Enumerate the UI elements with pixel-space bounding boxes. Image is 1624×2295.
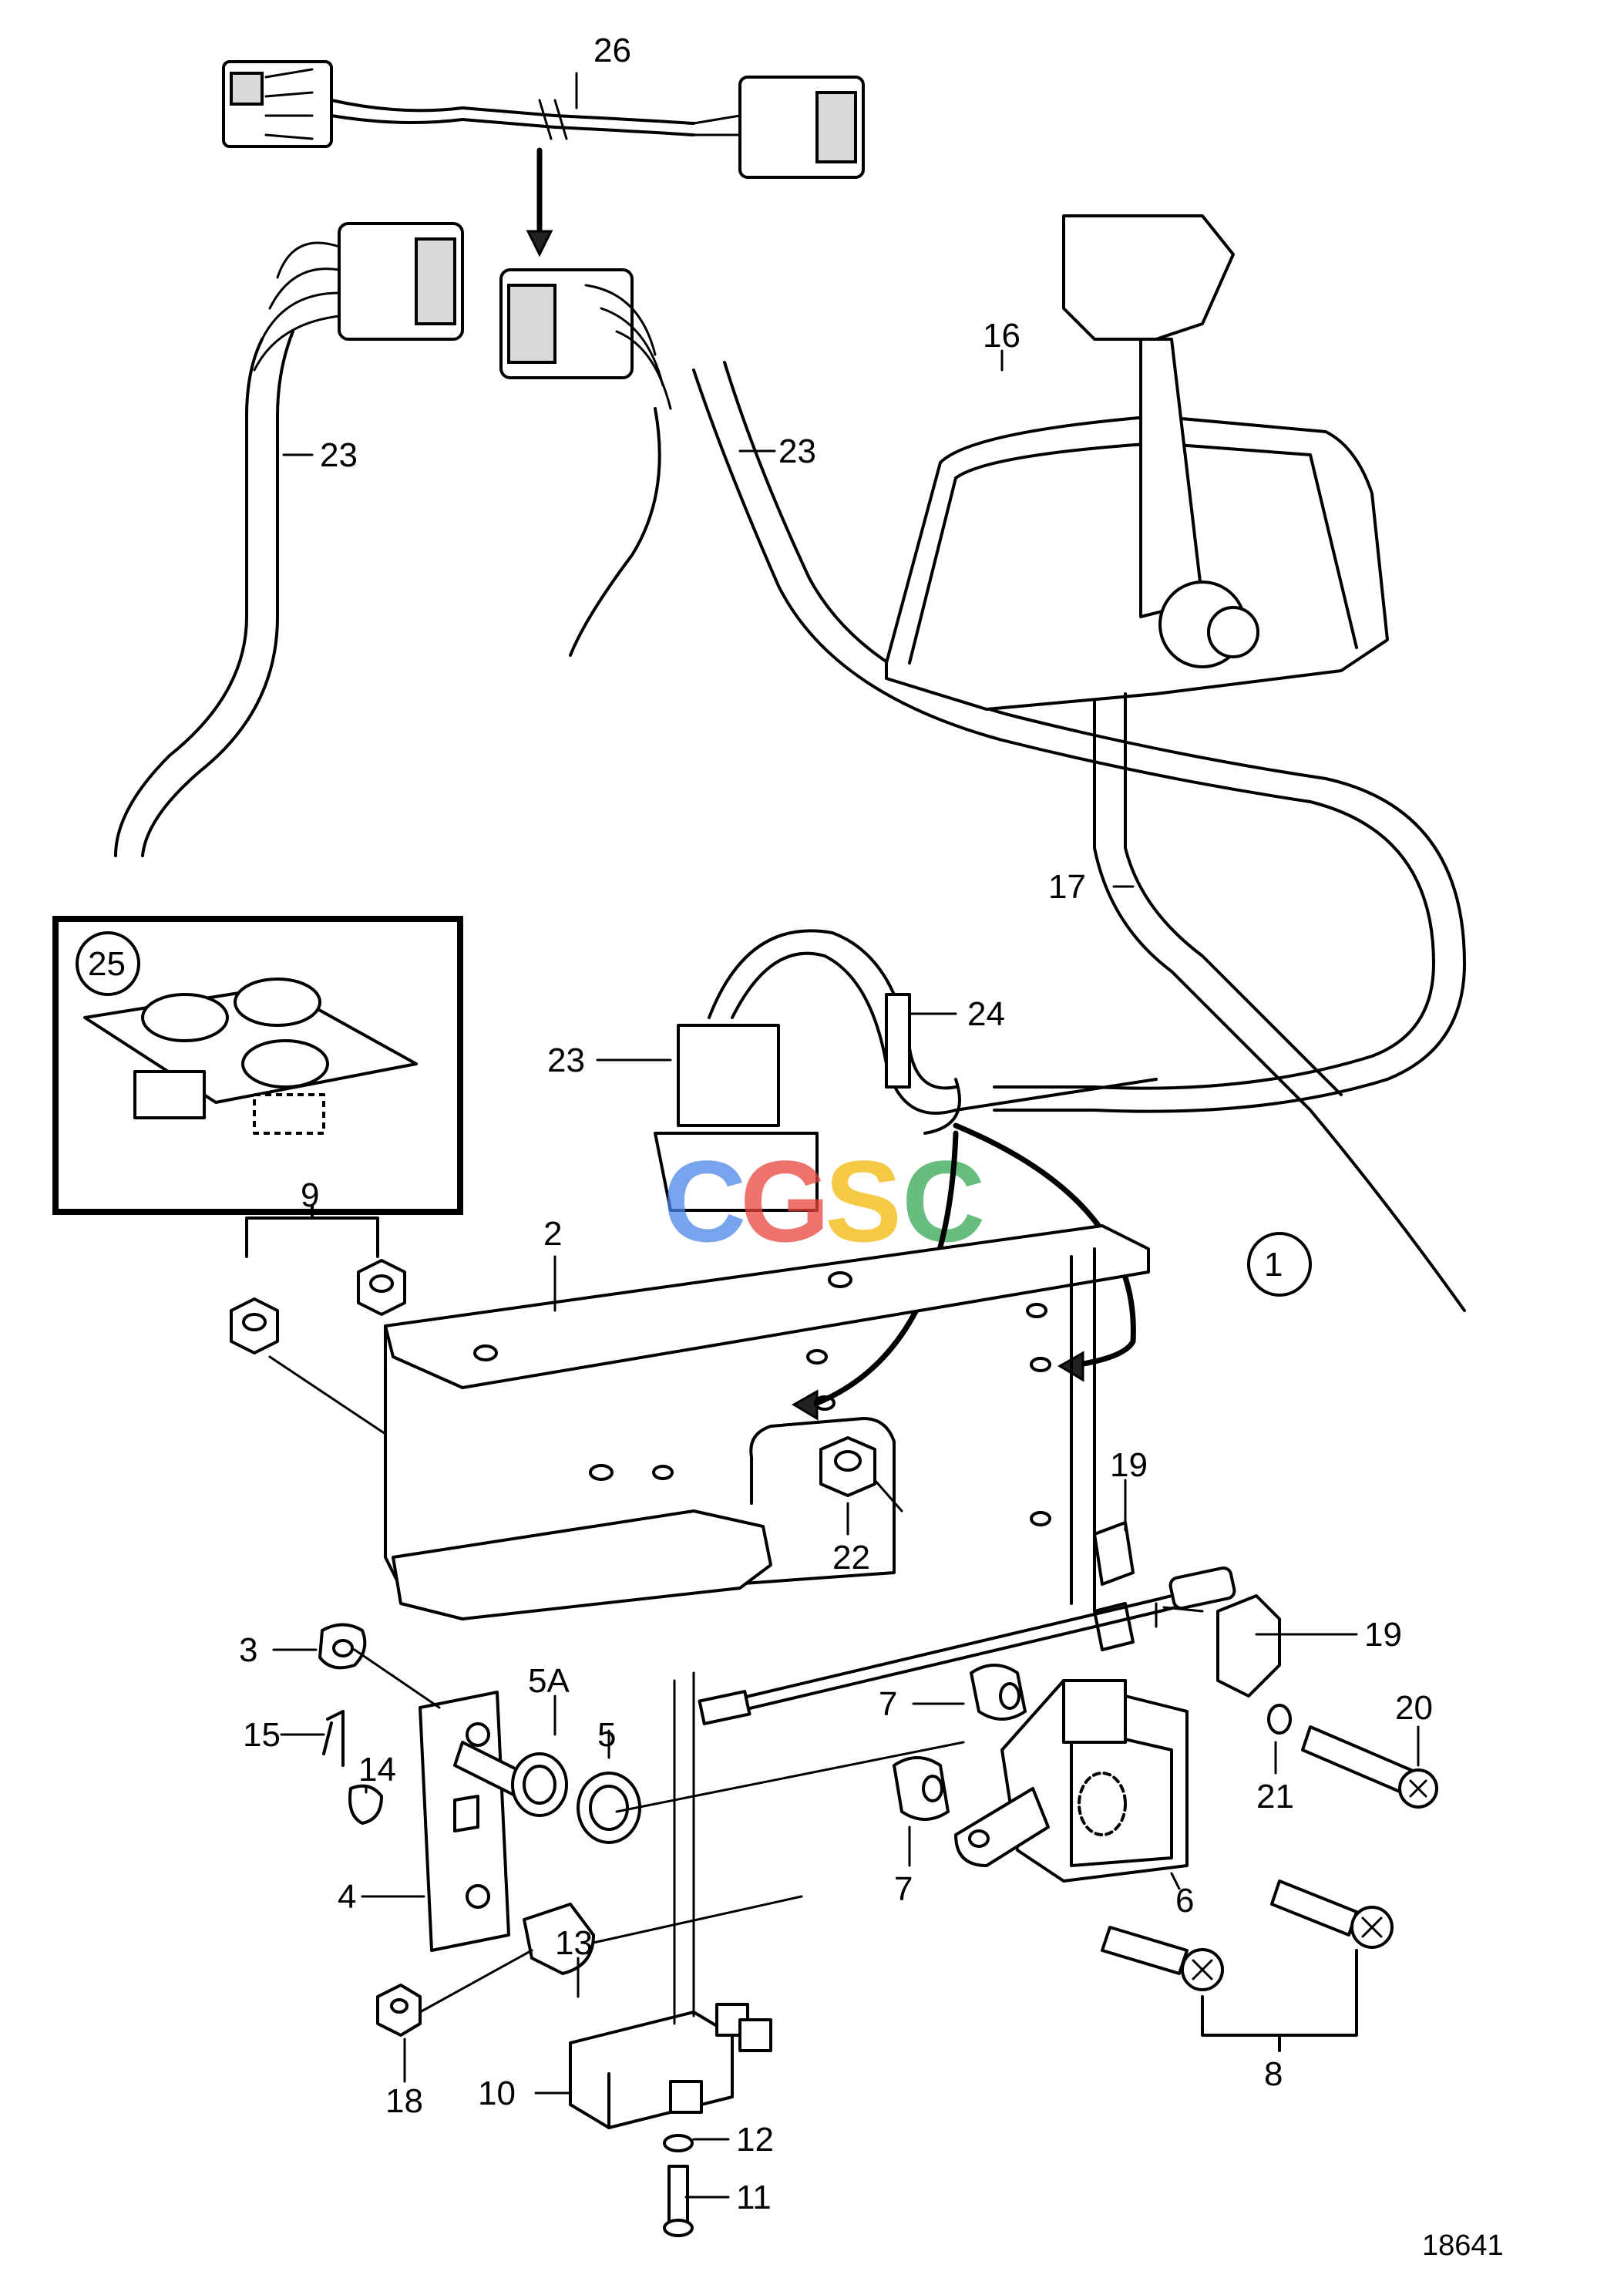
label-19-lower: 19	[1364, 1616, 1402, 1654]
watermark: C G S C	[663, 1136, 985, 1266]
label-21: 21	[1256, 1778, 1294, 1815]
label-10: 10	[478, 2075, 516, 2112]
label-25: 25	[88, 945, 126, 983]
label-16: 16	[983, 317, 1020, 355]
label-7-lower: 7	[894, 1870, 913, 1908]
label-19-upper: 19	[1110, 1446, 1148, 1484]
connector-23-mid-drawing	[654, 929, 1158, 1212]
label-24: 24	[967, 995, 1005, 1033]
watermark-letter-3: S	[825, 1136, 902, 1266]
label-23-middle: 23	[547, 1041, 585, 1079]
label-9: 9	[301, 1176, 319, 1214]
harness-26-drawing	[222, 60, 865, 257]
reference-number: 18641	[1422, 2229, 1504, 2262]
sensor-6-drawing	[954, 1679, 1189, 1883]
label-12: 12	[736, 2121, 774, 2159]
part-1-circle	[1247, 1232, 1312, 1297]
label-5: 5	[597, 1716, 616, 1754]
label-23-right: 23	[778, 432, 816, 470]
leader-lines	[272, 72, 1420, 2199]
watermark-letter-2: G	[740, 1136, 830, 1266]
label-13: 13	[555, 1924, 593, 1962]
mount-arrow-right	[953, 1122, 1136, 1368]
screw-8-drawings	[1101, 1879, 1394, 2052]
label-26: 26	[593, 32, 631, 69]
label-5a: 5A	[528, 1662, 570, 1700]
clamp-19-drawings	[1093, 1521, 1438, 1809]
inset-25-box	[52, 916, 463, 1215]
cable-23-right-drawing	[499, 268, 1466, 1113]
label-4: 4	[338, 1878, 356, 1916]
plate-4-assembly	[318, 1623, 965, 2037]
bracket-2-drawing	[384, 1224, 1150, 1620]
watermark-letter-1: C	[663, 1136, 746, 1266]
label-15: 15	[243, 1716, 281, 1754]
label-20: 20	[1395, 1689, 1433, 1727]
cable-23-left-drawing	[114, 222, 464, 857]
label-3: 3	[239, 1631, 257, 1669]
label-1: 1	[1264, 1246, 1283, 1284]
control-lever-16-drawing	[885, 214, 1466, 1312]
label-8: 8	[1264, 2055, 1283, 2093]
nut-22-drawing	[819, 1436, 903, 1513]
spacer-7-drawings	[893, 1664, 1027, 1821]
label-2: 2	[543, 1215, 562, 1253]
label-6: 6	[1175, 1882, 1194, 1920]
nut-9-drawings	[230, 1205, 406, 1435]
switch-10-assembly	[569, 1671, 772, 2237]
label-7-upper: 7	[879, 1685, 897, 1723]
label-23-left: 23	[320, 436, 358, 474]
shift-cable-rod	[698, 1566, 1236, 1725]
label-18: 18	[385, 2082, 423, 2120]
label-14: 14	[358, 1751, 396, 1789]
label-22: 22	[832, 1539, 870, 1577]
label-17: 17	[1048, 868, 1086, 906]
label-11: 11	[736, 2179, 772, 2216]
